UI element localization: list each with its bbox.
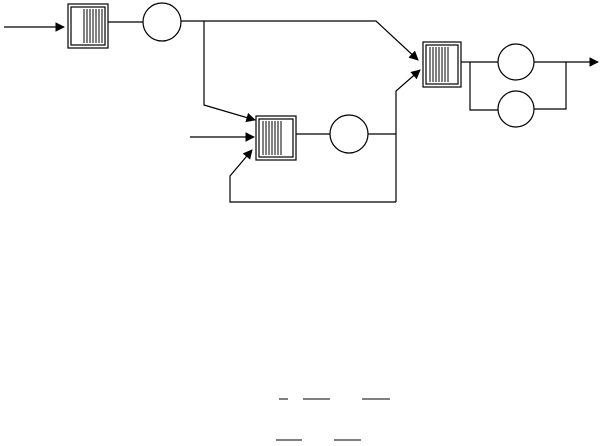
- cropped-formula-fragment: [276, 398, 390, 441]
- join-from-s3b: [534, 62, 567, 110]
- server-3b: [497, 90, 535, 128]
- queue-2: [255, 115, 297, 161]
- branch-to-s3b: [469, 62, 498, 111]
- feedback-loop-to-q2: [229, 149, 396, 203]
- route-s2-to-q3: [395, 69, 421, 202]
- route-s1-to-q3: [181, 20, 419, 61]
- server-1: [142, 2, 182, 42]
- server-2: [329, 114, 369, 154]
- server-3a: [497, 43, 535, 81]
- queue-1: [67, 3, 109, 49]
- queue-3: [422, 41, 462, 88]
- route-s1-to-q2: [203, 21, 256, 123]
